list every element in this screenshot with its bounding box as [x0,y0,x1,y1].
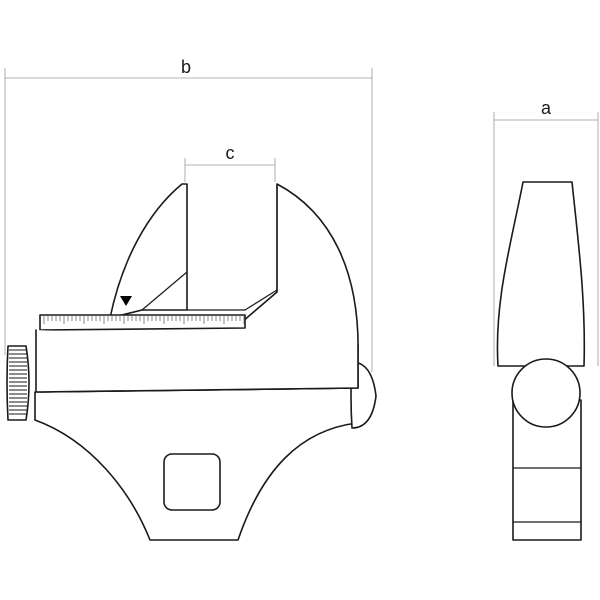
dimension-c-label: c [226,143,235,163]
jaw-throat-bevel [244,289,278,311]
dimension-b: b [4,57,373,372]
lower-slider-panel [35,329,359,393]
movable-jaw [109,183,188,319]
dimension-a-label: a [541,98,552,118]
slider-bar [39,314,246,331]
scale-pointer-icon [120,296,132,306]
dimension-a: a [493,98,599,366]
side-knob [511,358,581,428]
movable-jaw-bevel [141,271,188,311]
side-jaw-profile [496,181,586,367]
dimension-c: c [184,143,276,182]
wrench-side-view [496,181,586,541]
dimension-b-label: b [181,57,191,77]
handle-square-hole [163,453,221,511]
measurement-scale [43,316,245,324]
adjusting-knob [6,345,30,421]
